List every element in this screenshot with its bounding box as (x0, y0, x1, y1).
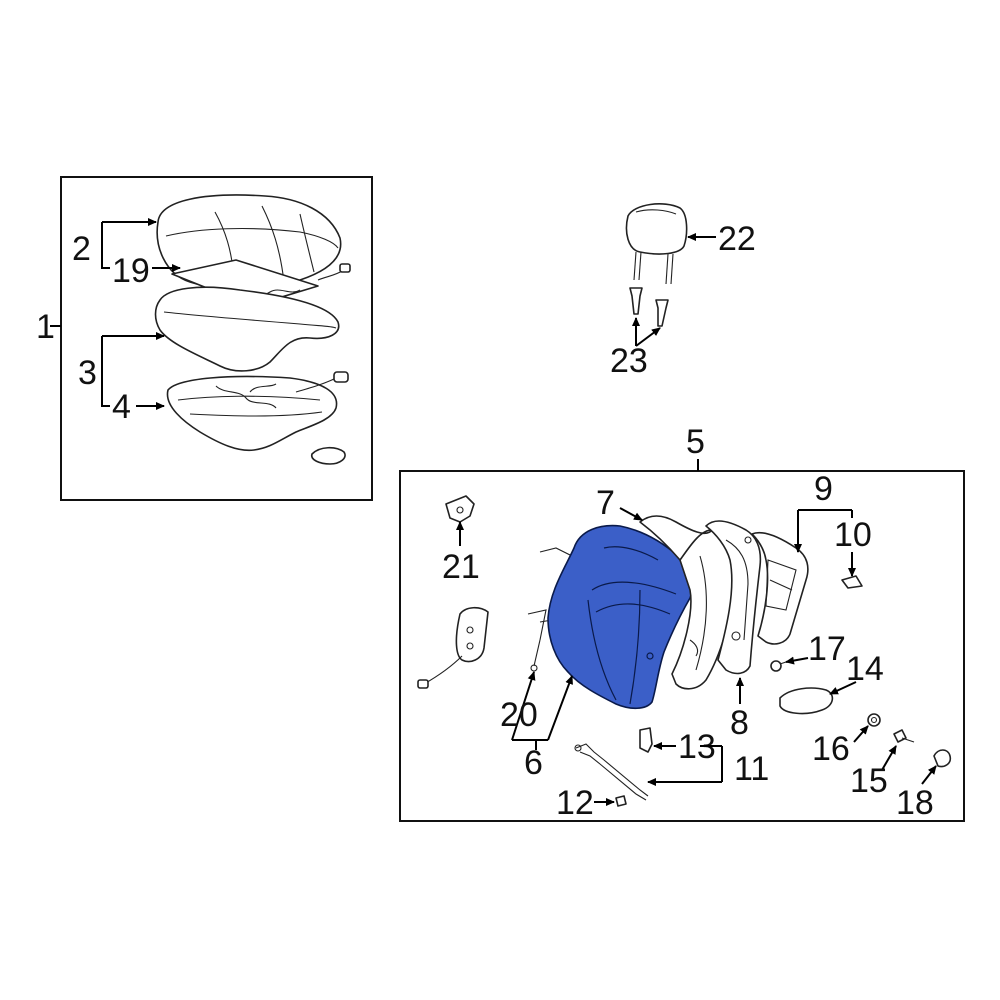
part-15-bolt[interactable] (893, 729, 915, 743)
leader-7 (619, 507, 643, 521)
callout-19: 19 (112, 252, 150, 290)
leader-16 (853, 725, 869, 743)
part-14-cover[interactable] (779, 687, 834, 715)
leader-23b (635, 327, 661, 347)
leader-18 (921, 765, 937, 785)
part-23-headrest-guide[interactable] (629, 287, 669, 327)
leader-15 (881, 745, 897, 771)
seatback-group: 5 21 (399, 423, 965, 822)
part-18-knob[interactable] (933, 749, 952, 768)
part-13-hook[interactable] (639, 727, 653, 753)
part-7-seat-back-pad[interactable] (639, 515, 737, 690)
callout-22: 22 (718, 220, 756, 258)
callout-18: 18 (896, 784, 934, 822)
cushion-group: 1 2 19 3 4 (36, 176, 373, 501)
callout-3: 3 (78, 354, 97, 392)
cushion-group-frame (60, 176, 373, 501)
part-10-clip[interactable] (841, 575, 863, 589)
callout-2: 2 (72, 230, 91, 268)
part-6-seat-back-cover[interactable] (547, 524, 694, 710)
bracket-3 (101, 336, 110, 407)
callout-14: 14 (846, 650, 884, 688)
part-17-screw[interactable] (770, 660, 787, 672)
part-21-lock-bracket[interactable] (445, 495, 475, 523)
bracket-2 (101, 222, 110, 269)
callout-21: 21 (442, 548, 480, 586)
seatback-group-frame (399, 470, 965, 822)
callout-10: 10 (834, 516, 872, 554)
part-22-headrest[interactable] (625, 203, 688, 285)
callout-20: 20 (500, 696, 538, 734)
leader-20 (511, 671, 536, 741)
part-16-nut[interactable] (867, 713, 881, 727)
callout-4: 4 (112, 388, 131, 426)
cushion-clip[interactable] (310, 446, 346, 465)
callout-9: 9 (814, 470, 833, 508)
leader-6 (547, 675, 573, 741)
callout-1: 1 (36, 308, 55, 346)
part-11-rod[interactable] (574, 743, 649, 801)
callout-12: 12 (556, 784, 594, 822)
callout-6: 6 (524, 744, 543, 782)
part-3-cushion-pad[interactable] (154, 286, 340, 372)
part-4-cushion-frame[interactable] (166, 371, 349, 452)
callout-11: 11 (734, 750, 769, 788)
callout-8: 8 (730, 704, 749, 742)
callout-5: 5 (686, 423, 705, 461)
headrest-group: 22 23 (610, 203, 756, 380)
part-12-pin[interactable] (615, 795, 627, 807)
part-2-cushion-cover[interactable] (156, 194, 342, 290)
leader-14 (829, 681, 857, 695)
callout-23: 23 (610, 342, 648, 380)
callout-16: 16 (812, 730, 850, 768)
callout-17: 17 (808, 630, 846, 668)
recliner-cover[interactable] (417, 606, 489, 689)
callout-15: 15 (850, 762, 888, 800)
leader-17 (785, 656, 809, 665)
callout-7: 7 (596, 484, 615, 522)
part-9-back-board[interactable] (751, 532, 809, 645)
part-8-seat-back-frame[interactable] (705, 520, 762, 675)
